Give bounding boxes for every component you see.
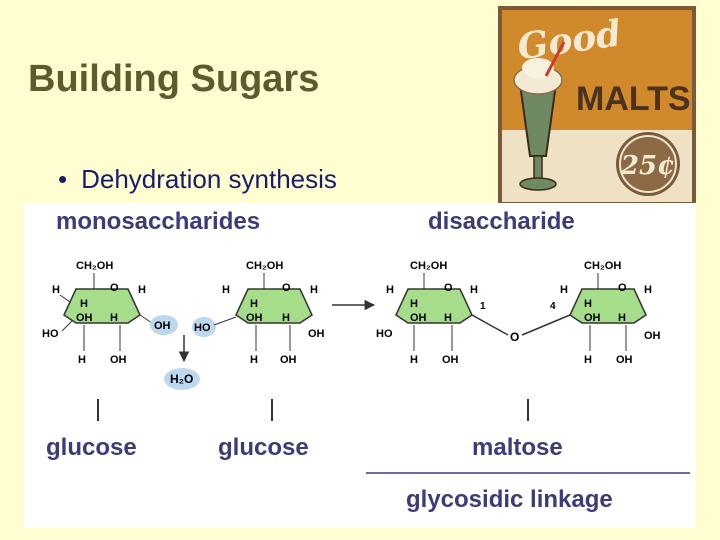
maltose-label: maltose <box>472 434 563 461</box>
svg-text:OH: OH <box>76 312 93 324</box>
svg-text:H: H <box>52 284 60 296</box>
svg-text:H: H <box>410 354 418 366</box>
glycosidic-linkage-label: glycosidic linkage <box>406 486 613 513</box>
monosaccharides-header: monosaccharides <box>56 208 260 235</box>
svg-text:H: H <box>138 284 146 296</box>
svg-text:HO: HO <box>42 328 59 340</box>
glucose-ring-2: CH₂OH O H H H OH H HO OH H OH <box>192 260 325 366</box>
glucose-label-1: glucose <box>46 434 137 461</box>
svg-text:O: O <box>444 282 453 294</box>
svg-text:H: H <box>618 312 626 324</box>
svg-text:OH: OH <box>410 312 427 324</box>
svg-text:1: 1 <box>480 301 486 312</box>
svg-text:O: O <box>282 282 291 294</box>
slide-title: Building Sugars <box>28 58 320 100</box>
svg-text:O: O <box>618 282 627 294</box>
maltose-molecule: CH₂OH O H H H OH H HO H OH 1 O 4 CH₂OH O… <box>376 260 661 366</box>
svg-text:H: H <box>560 284 568 296</box>
svg-text:OH: OH <box>110 354 127 366</box>
glucose-label-2: glucose <box>218 434 309 461</box>
svg-text:H: H <box>386 284 394 296</box>
svg-text:OH: OH <box>280 354 297 366</box>
svg-text:H: H <box>410 298 418 310</box>
svg-text:H: H <box>110 312 118 324</box>
svg-text:HO: HO <box>194 322 211 334</box>
svg-text:OH: OH <box>246 312 263 324</box>
water-label: H₂O <box>170 372 193 386</box>
disaccharide-header: disaccharide <box>428 208 575 235</box>
svg-text:H: H <box>250 354 258 366</box>
sign-price-text: 25¢ <box>620 151 675 181</box>
svg-text:H: H <box>470 284 478 296</box>
svg-text:H: H <box>584 298 592 310</box>
svg-text:O: O <box>110 282 119 294</box>
bullet-dot-icon: • <box>58 164 68 194</box>
svg-text:H: H <box>78 354 86 366</box>
svg-text:CH₂OH: CH₂OH <box>410 260 447 272</box>
bullet-text: Dehydration synthesis <box>81 164 337 194</box>
svg-text:OH: OH <box>644 330 661 342</box>
malts-sign-image: Good MALTS 25¢ <box>498 6 696 206</box>
svg-text:H: H <box>584 354 592 366</box>
svg-text:OH: OH <box>584 312 601 324</box>
svg-text:OH: OH <box>442 354 459 366</box>
svg-text:H: H <box>80 298 88 310</box>
svg-text:O: O <box>510 330 519 344</box>
svg-text:OH: OH <box>616 354 633 366</box>
glucose-ring-1: CH₂OH O H H H OH H HO H OH OH <box>42 260 178 366</box>
svg-text:HO: HO <box>376 328 393 340</box>
svg-text:CH₂OH: CH₂OH <box>584 260 621 272</box>
svg-text:OH: OH <box>308 328 325 340</box>
dehydration-diagram: monosaccharides disaccharide CH₂OH O H H… <box>24 203 696 528</box>
svg-text:CH₂OH: CH₂OH <box>246 260 283 272</box>
svg-text:H: H <box>250 298 258 310</box>
svg-text:H: H <box>644 284 652 296</box>
svg-text:H: H <box>444 312 452 324</box>
svg-text:4: 4 <box>550 301 556 312</box>
svg-text:H: H <box>222 284 230 296</box>
svg-text:H: H <box>282 312 290 324</box>
svg-text:H: H <box>310 284 318 296</box>
svg-text:CH₂OH: CH₂OH <box>76 260 113 272</box>
sign-malts-text: MALTS <box>576 80 691 118</box>
svg-text:OH: OH <box>154 320 171 332</box>
milkshake-glass-icon <box>513 41 566 191</box>
bullet-item: • Dehydration synthesis <box>58 164 337 195</box>
